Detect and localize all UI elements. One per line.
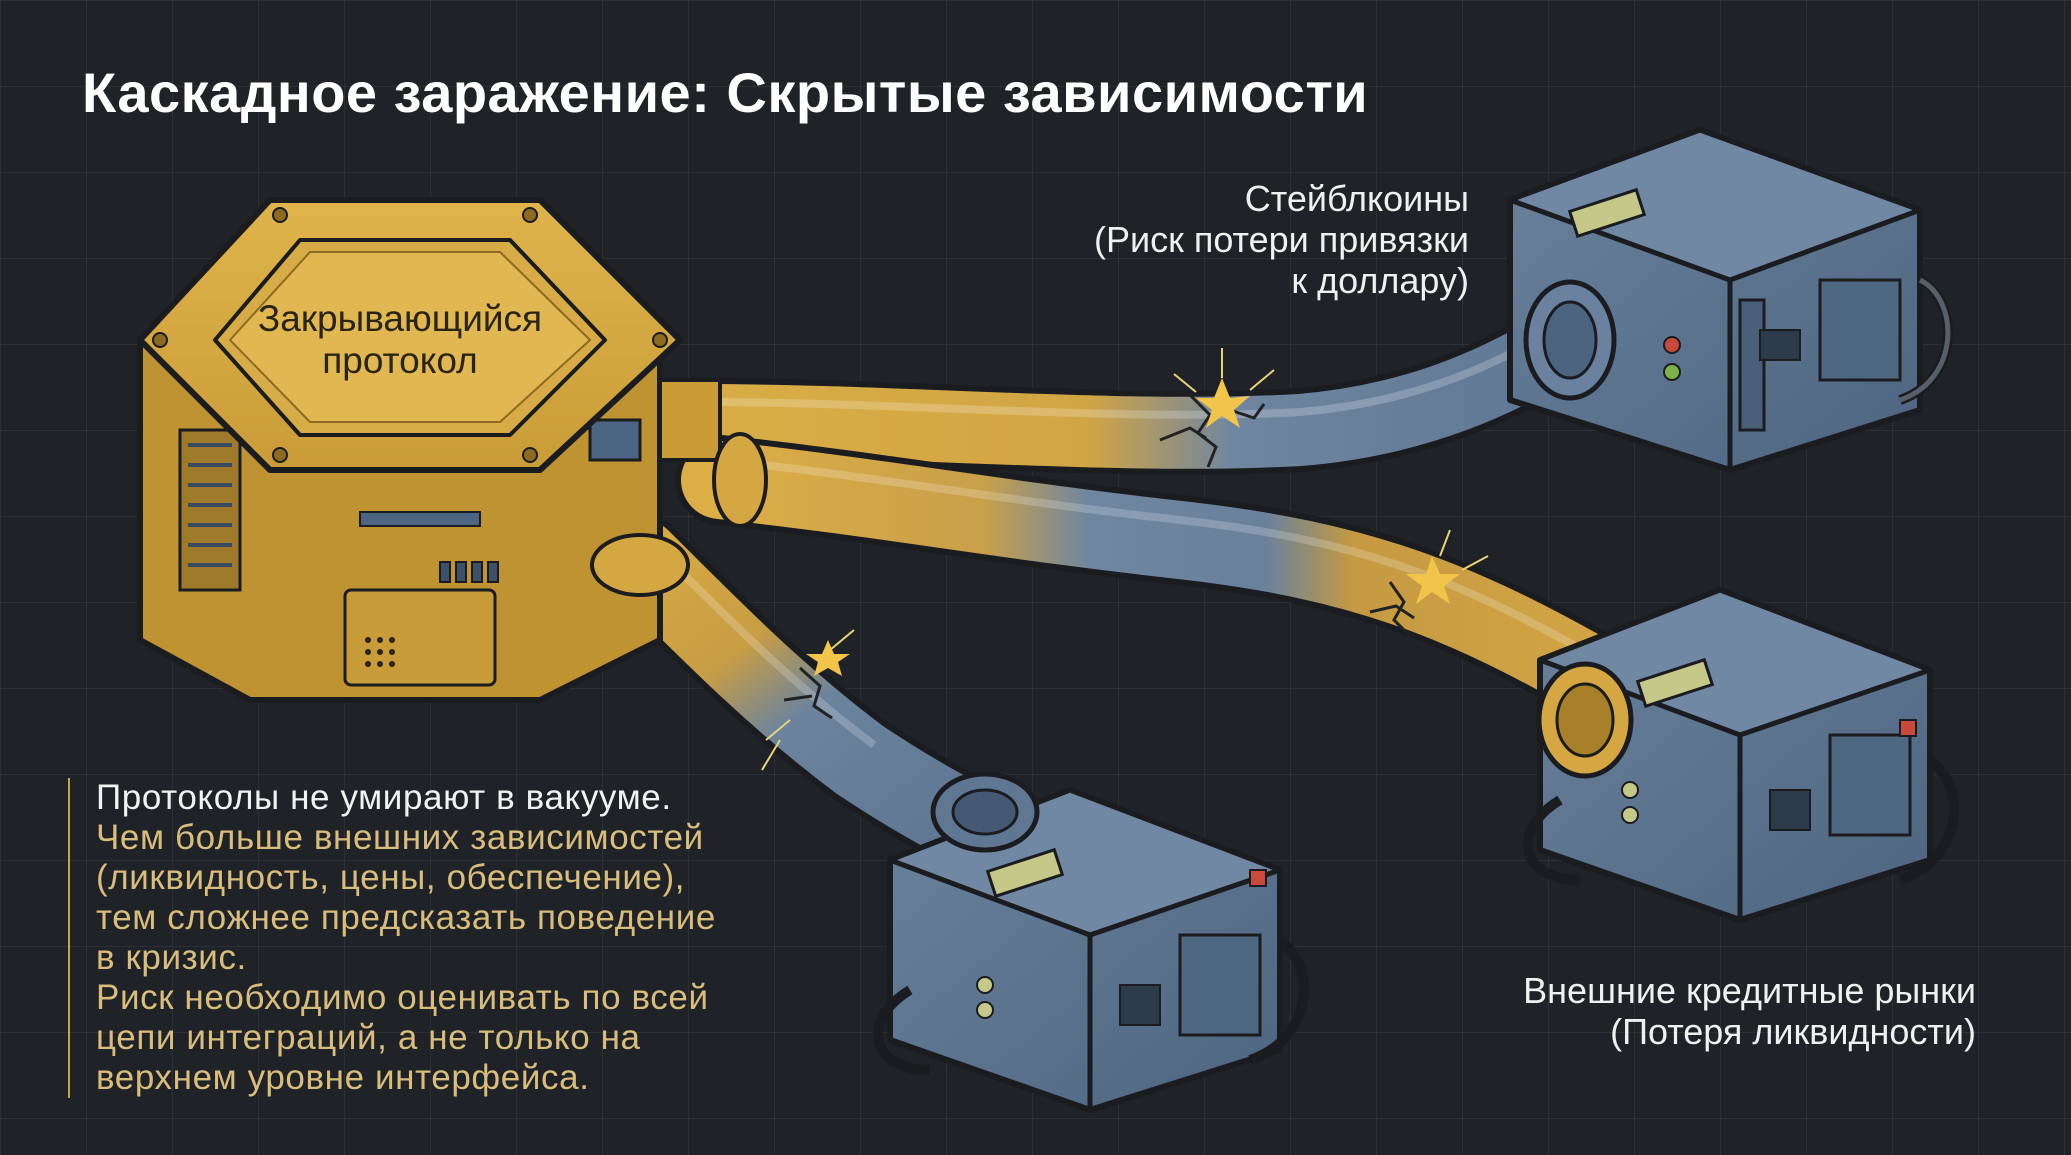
hub-label-line-2: протокол — [322, 340, 478, 381]
side-note-line-1: Чем больше внешних зависимостей — [96, 818, 704, 857]
hub-label: Закрывающийся протокол — [240, 298, 560, 382]
crack-spark-middle — [1369, 529, 1489, 638]
credit-markets-label-line-2: (Потеря ликвидности) — [1610, 1011, 1976, 1052]
pipe-to-credit-markets — [675, 435, 1645, 725]
credit-markets-label-line-1: Внешние кредитные рынки — [1523, 970, 1976, 1011]
stablecoins-node — [1507, 127, 1953, 473]
page-title: Каскадное заражение: Скрытые зависимости — [82, 61, 1369, 124]
lower-dependency-node — [873, 771, 1309, 1113]
side-note-line-5: Риск необходимо оценивать по всей — [96, 978, 709, 1017]
credit-markets-node — [1523, 587, 1959, 923]
hub-label-line-1: Закрывающийся — [257, 298, 543, 339]
crack-spark-top — [1159, 348, 1275, 468]
side-note-line-2: (ликвидность, цены, обеспечение), — [96, 858, 686, 897]
side-note-line-4: в кризис. — [96, 938, 247, 977]
crack-spark-lower — [761, 629, 855, 771]
closing-protocol-hub — [137, 197, 768, 703]
side-note: Протоколы не умирают в вакууме. Чем боль… — [68, 778, 776, 1098]
stablecoins-label-line-1: Стейблкоины — [1244, 178, 1469, 219]
side-note-line-6: цепи интеграций, а не только на — [96, 1018, 641, 1057]
stablecoins-label-line-2: (Риск потери привязки — [1093, 219, 1469, 260]
side-note-line-7: верхнем уровне интерфейса. — [96, 1058, 590, 1097]
pipe-to-stablecoins — [658, 303, 1602, 475]
side-note-lead: Протоколы не умирают в вакууме. — [96, 778, 672, 817]
credit-markets-label: Внешние кредитные рынки (Потеря ликвидно… — [1523, 970, 1976, 1052]
side-note-line-3: тем сложнее предсказать поведение — [96, 898, 716, 937]
stablecoins-label: Стейблкоины (Риск потери привязки к долл… — [1094, 178, 1469, 301]
front-panel — [343, 588, 497, 687]
stablecoins-label-line-3: к доллару) — [1291, 260, 1469, 301]
